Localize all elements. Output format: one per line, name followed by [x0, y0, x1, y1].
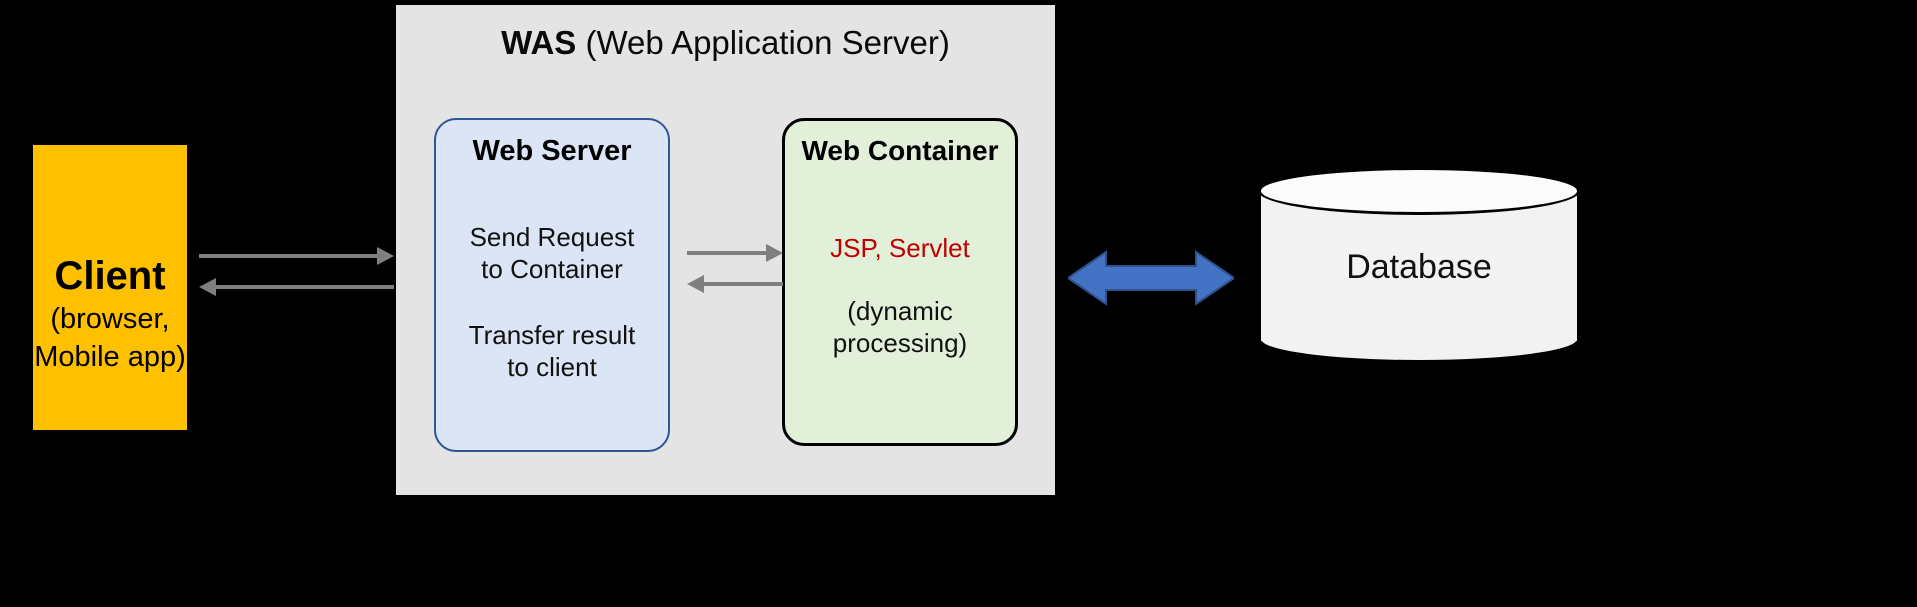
client-subtitle-line2: Mobile app) — [34, 341, 186, 374]
web-server-task-1: Send Request to Container — [434, 222, 670, 286]
web-container-box — [782, 118, 1018, 446]
web-container-title: Web Container — [801, 135, 999, 166]
web-server-box — [434, 118, 670, 452]
arrow-container-to-server-shaft — [704, 282, 783, 286]
web-server-task-1-line2: to Container — [481, 253, 623, 284]
client-subtitle: (browser, Mobile app) — [0, 300, 220, 377]
database-seam-cover — [1261, 315, 1577, 341]
web-server-task-1-line1: Send Request — [469, 222, 635, 252]
client-title: Client — [54, 254, 166, 298]
web-server-task-2: Transfer result to client — [434, 320, 670, 384]
arrow-server-to-container-head — [766, 244, 783, 262]
arrow-container-to-server-head — [687, 275, 704, 293]
client-box — [33, 145, 187, 430]
web-server-title: Web Server — [472, 135, 632, 167]
database-label: Database — [1346, 248, 1492, 286]
web-container-note-line1: (dynamic — [847, 296, 953, 326]
web-server-task-2-line2: to client — [507, 351, 597, 382]
arrow-server-to-client-head — [199, 278, 216, 296]
was-title-rest: (Web Application Server) — [585, 24, 950, 61]
web-container-tech: JSP, Servlet — [830, 233, 970, 263]
web-container-note-line2: processing) — [832, 327, 968, 358]
web-container-note: (dynamic processing) — [782, 296, 1018, 359]
arrow-server-to-client-shaft — [216, 285, 394, 289]
was-title-bold: WAS — [501, 24, 577, 61]
arrow-client-to-server-head — [377, 247, 394, 265]
was-title: WAS (Web Application Server) — [396, 24, 1055, 62]
arrow-was-to-database — [1068, 250, 1234, 306]
arrow-client-to-server-shaft — [199, 254, 377, 258]
client-subtitle-line1: (browser, — [50, 303, 170, 335]
arrow-server-to-container-shaft — [687, 251, 766, 255]
database-top-ellipse — [1258, 167, 1580, 215]
web-server-task-2-line1: Transfer result — [468, 320, 636, 350]
